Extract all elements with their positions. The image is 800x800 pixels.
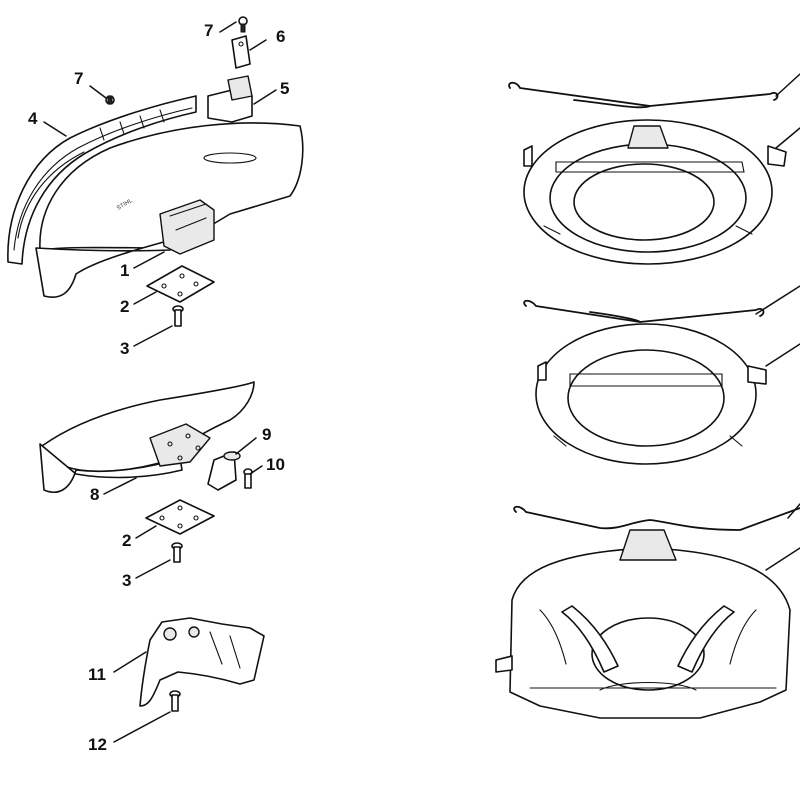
callout-1: 1 xyxy=(120,261,129,280)
callout-7-left: 7 xyxy=(74,69,83,88)
part-2-plate-upper xyxy=(146,265,215,303)
part-8-guard xyxy=(39,381,255,494)
callout-9: 9 xyxy=(262,425,271,444)
callout-12: 12 xyxy=(88,735,107,754)
callout-7-top: 7 xyxy=(204,21,213,40)
part-1-cutting-guard: STIHL xyxy=(35,122,304,298)
bottom-housing-assembly xyxy=(495,505,800,719)
part-12-screw xyxy=(169,690,181,712)
callout-11: 11 xyxy=(88,665,106,684)
part-2-plate-lower xyxy=(145,499,215,535)
part-10-screw xyxy=(243,468,253,489)
callout-4: 4 xyxy=(28,109,38,128)
callout-2-upper: 2 xyxy=(120,297,129,316)
part-11-deflector xyxy=(139,617,265,707)
callout-10: 10 xyxy=(266,455,285,474)
part-7-screw-left xyxy=(105,95,115,105)
part-9-clamp xyxy=(207,451,241,491)
callout-labels: 7 6 7 5 4 1 2 3 9 10 8 2 3 11 12 xyxy=(28,21,289,754)
part-7-screw-top xyxy=(238,16,248,33)
part-3-screw-lower xyxy=(171,542,183,563)
callout-3-upper: 3 xyxy=(120,339,129,358)
callout-5: 5 xyxy=(280,79,289,98)
callout-8: 8 xyxy=(90,485,99,504)
top-ring-assembly xyxy=(508,81,787,265)
left-leaders xyxy=(43,21,277,743)
right-leaders xyxy=(755,73,800,571)
part-3-screw-upper xyxy=(172,305,184,327)
part-6-clamp-plate xyxy=(231,35,251,69)
callout-6: 6 xyxy=(276,27,285,46)
part-5-clamp xyxy=(207,75,253,123)
callout-2-lower: 2 xyxy=(122,531,131,550)
middle-ring-assembly xyxy=(523,299,767,465)
part-4-guard-extension xyxy=(7,95,197,265)
callout-3-lower: 3 xyxy=(122,571,131,590)
